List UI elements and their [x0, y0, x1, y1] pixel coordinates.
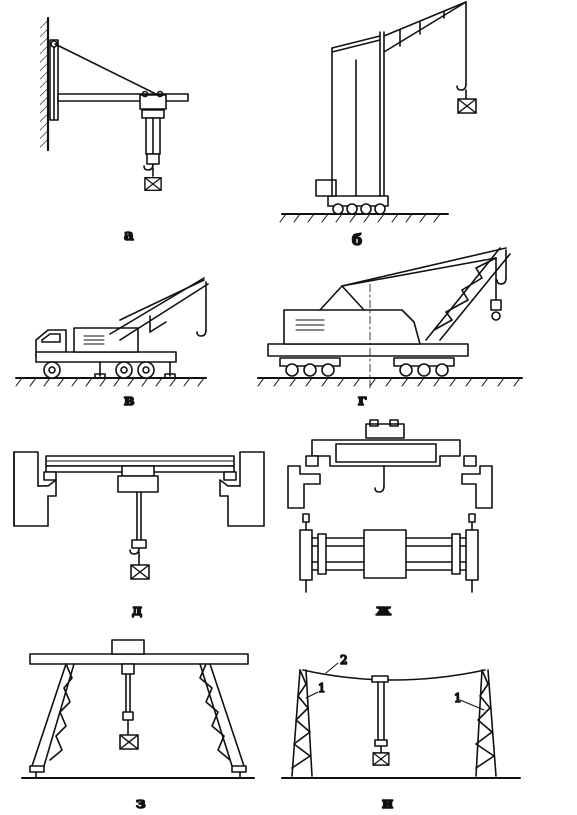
label-g: г	[358, 391, 367, 409]
callout-mast-left: 1	[318, 681, 326, 695]
label-b: б	[352, 231, 362, 249]
wall-jib-crane	[40, 16, 189, 192]
label-zh: ж	[376, 601, 391, 619]
callout-cable: 2	[340, 653, 348, 667]
label-v: в	[124, 391, 134, 409]
callout-mast-right: 1	[454, 691, 462, 705]
bridge-crane-views	[287, 419, 493, 593]
tower-crane	[279, 1, 477, 223]
label-a: а	[124, 226, 134, 244]
bridge-crane	[13, 451, 265, 580]
label-d: д	[132, 601, 142, 619]
cable-crane	[281, 662, 521, 779]
railway-crane	[257, 247, 523, 391]
gantry-crane	[21, 639, 255, 779]
label-i: и	[382, 794, 393, 812]
truck-crane	[15, 277, 209, 387]
label-z: з	[136, 794, 146, 812]
